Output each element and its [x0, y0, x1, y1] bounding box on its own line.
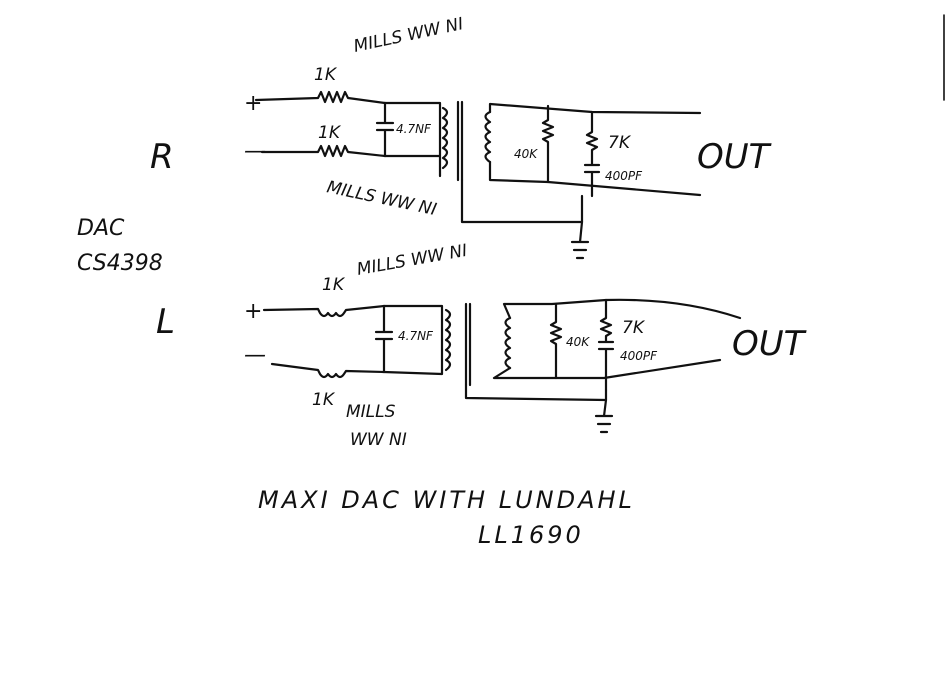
- dac-label: DAC: [77, 216, 125, 241]
- channel-label-l: L: [156, 302, 175, 342]
- l-res-top-note: MILLS WW NI: [355, 241, 468, 280]
- r-res-top-value: 1K: [314, 65, 338, 85]
- r-res-rc-value: 7K: [608, 133, 632, 153]
- r-res-load-value: 40K: [514, 147, 538, 161]
- l-res-top-value: 1K: [322, 275, 346, 295]
- r-cap-value: 4.7NF: [396, 122, 432, 136]
- r-plus-terminal: +: [244, 91, 262, 116]
- l-channel-circuit: + — 1K MILLS WW NI 1K MILLS WW NI 4.7NF …: [244, 241, 807, 450]
- r-res-top-note: MILLS WW NI: [352, 14, 465, 57]
- r-channel-circuit: + — 1K MILLS WW NI 1K MILLS WW NI 4.7NF …: [244, 14, 772, 260]
- l-res-load-value: 40K: [566, 335, 590, 349]
- caption-line-2: LL1690: [478, 521, 584, 549]
- l-cap-rc-value: 400PF: [620, 349, 658, 363]
- l-minus-terminal: —: [244, 343, 266, 368]
- l-res-bot-note-2: WW NI: [350, 430, 407, 450]
- r-minus-terminal: —: [244, 139, 266, 164]
- l-res-bot-note-1: MILLS: [346, 402, 396, 422]
- dac-chip-label: CS4398: [77, 251, 163, 276]
- channel-label-r: R: [150, 137, 174, 177]
- l-res-bot-value: 1K: [312, 390, 336, 410]
- l-res-rc-value: 7K: [622, 318, 646, 338]
- l-cap-value: 4.7NF: [398, 329, 434, 343]
- r-out-label: OUT: [697, 137, 772, 177]
- r-cap-rc-value: 400PF: [605, 169, 643, 183]
- r-res-bot-note: MILLS WW NI: [325, 177, 438, 220]
- l-out-label: OUT: [732, 324, 807, 364]
- l-plus-terminal: +: [244, 299, 262, 324]
- caption-line-1: MAXI DAC WITH LUNDAHL: [258, 486, 635, 514]
- r-res-bot-value: 1K: [318, 123, 342, 143]
